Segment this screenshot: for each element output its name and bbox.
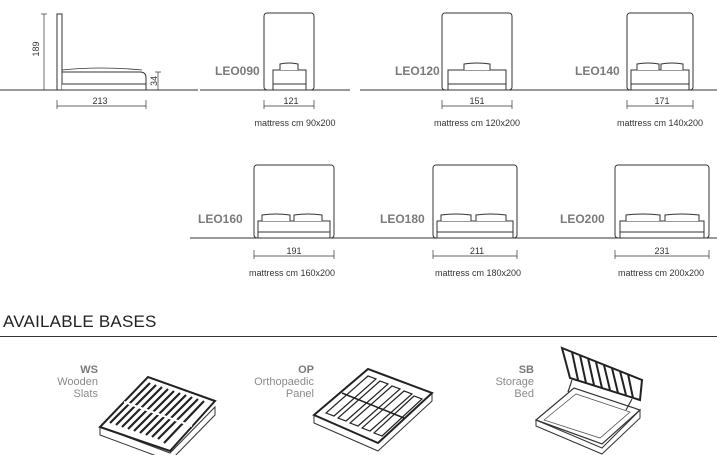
section-divider bbox=[0, 336, 717, 337]
width-label-leo160: 191 bbox=[286, 246, 302, 256]
side-base-height-label: 34 bbox=[149, 76, 159, 87]
front-view-leo160 bbox=[190, 164, 360, 259]
base-line2-ws: Slats bbox=[73, 388, 98, 400]
width-label-leo120: 151 bbox=[469, 96, 485, 106]
mattress-label-leo140: mattress cm 140x200 bbox=[616, 118, 704, 128]
front-view-leo180 bbox=[360, 164, 540, 259]
base-label-op: OP Orthopaedic Panel bbox=[246, 364, 314, 400]
base-code-sb: SB bbox=[518, 364, 534, 376]
base-drawing-op bbox=[312, 367, 434, 452]
side-height-label: 189 bbox=[31, 41, 41, 57]
model-name-leo090: LEO090 bbox=[215, 64, 260, 78]
model-name-leo160: LEO160 bbox=[198, 212, 243, 226]
base-drawing-ws bbox=[98, 375, 217, 455]
base-code-ws: WS bbox=[80, 364, 98, 376]
side-length-label: 213 bbox=[92, 96, 108, 106]
width-label-leo200: 231 bbox=[654, 246, 670, 256]
base-line2-op: Panel bbox=[285, 388, 314, 400]
base-code-op: OP bbox=[298, 364, 314, 376]
model-name-leo200: LEO200 bbox=[560, 212, 605, 226]
front-view-leo200 bbox=[537, 164, 717, 259]
model-name-leo120: LEO120 bbox=[395, 64, 440, 78]
width-label-leo180: 211 bbox=[469, 246, 485, 256]
section-title-available-bases: AVAILABLE BASES bbox=[3, 312, 157, 331]
mattress-label-leo090: mattress cm 90x200 bbox=[254, 118, 336, 128]
front-view-leo090 bbox=[200, 12, 350, 109]
front-view-leo140 bbox=[537, 12, 717, 109]
side-view-svg bbox=[0, 13, 198, 109]
base-line1-sb: Storage bbox=[495, 376, 534, 388]
model-name-leo180: LEO180 bbox=[380, 212, 425, 226]
base-line2-sb: Bed bbox=[514, 388, 534, 400]
mattress-label-leo180: mattress cm 180x200 bbox=[434, 268, 522, 278]
front-view-leo120 bbox=[360, 12, 540, 109]
mattress-label-leo200: mattress cm 200x200 bbox=[617, 268, 705, 278]
base-drawing-sb bbox=[534, 346, 644, 455]
base-line1-ws: Wooden bbox=[57, 376, 98, 388]
base-line1-op: Orthopaedic bbox=[254, 376, 314, 388]
base-label-sb: SB Storage Bed bbox=[478, 364, 534, 400]
side-view-drawing: 189 34 213 bbox=[0, 0, 200, 115]
base-label-ws: WS Wooden Slats bbox=[40, 364, 98, 400]
mattress-label-leo160: mattress cm 160x200 bbox=[248, 268, 336, 278]
model-name-leo140: LEO140 bbox=[575, 64, 620, 78]
width-label-leo090: 121 bbox=[283, 96, 299, 106]
mattress-label-leo120: mattress cm 120x200 bbox=[433, 118, 521, 128]
width-label-leo140: 171 bbox=[654, 96, 670, 106]
